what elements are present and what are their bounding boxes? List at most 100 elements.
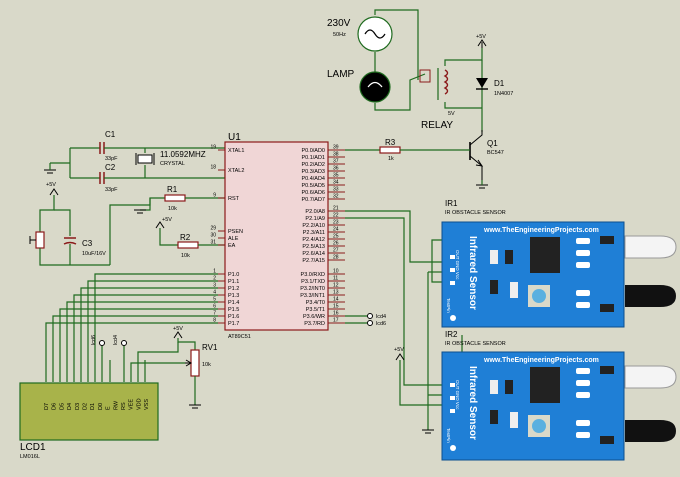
mcu-pin-num: 21 <box>333 206 339 212</box>
relay-label: RELAY <box>421 120 453 131</box>
mcu-pin-name: P1.7 <box>228 321 239 327</box>
ac-source-freq: 50Hz <box>333 32 346 38</box>
lamp-icon <box>359 71 391 103</box>
mcu-pin-num: 33 <box>333 187 339 193</box>
mcu-net-lcd4: lcd4 <box>376 314 386 320</box>
crystal-label: CRYSTAL <box>160 161 185 167</box>
mcu-pin-num: 23 <box>333 220 339 226</box>
mcu-pin-name: P0.4/AD4 <box>301 176 325 182</box>
resistor-r1-body <box>164 194 186 202</box>
crystal-icon <box>137 154 153 164</box>
mcu-net-lcd6: lcd6 <box>376 321 386 327</box>
mcu-pin-name: P1.5 <box>228 307 239 313</box>
lcd-pin-name: VDD <box>136 398 142 410</box>
lcd-net-lcd6: lcd6 <box>91 335 97 345</box>
mcu-pin-num: 19 <box>210 145 216 151</box>
mcu-pin-name: EA <box>228 243 236 249</box>
vcc-label-ea: +5V <box>162 217 172 223</box>
lcd-pin-name: D1 <box>90 403 96 410</box>
crystal-freq: 11.0592MHZ <box>160 150 206 159</box>
ir2-chip <box>530 367 560 403</box>
resistor-r3: R3 1k <box>345 138 410 162</box>
ir2-pins: OUT GND Vcc <box>455 380 460 410</box>
transistor-ref: Q1 <box>487 139 498 148</box>
sine-icon <box>364 29 386 39</box>
ir2-desc: IR OBSTACLE SENSOR <box>445 341 506 347</box>
mcu-pin-num: 37 <box>333 159 339 165</box>
ir1-pins: OUT GND Vcc <box>455 250 460 280</box>
mcu-pin-name: XTAL2 <box>228 168 244 174</box>
lcd-pin-name: D7 <box>44 403 50 410</box>
lcd-pin-name: D0 <box>98 403 104 410</box>
mcu-pin-num: 12 <box>333 283 339 289</box>
lcd-pin-name: D5 <box>59 403 65 410</box>
mcu-pin-name: P0.3/AD3 <box>301 169 325 175</box>
lcd-net-lcd4: lcd4 <box>113 335 119 345</box>
potentiometer-rv1: +5V RV1 10k <box>130 326 218 409</box>
mcu-pin-num: 30 <box>210 233 216 239</box>
ac-source-label: 230V <box>327 18 351 29</box>
mcu-pin-num: 4 <box>213 290 216 296</box>
mcu-pin-num: 27 <box>333 248 339 254</box>
lcd-part: LM016L <box>20 454 40 460</box>
c3-ref: C3 <box>82 239 93 248</box>
c2-ref: C2 <box>105 163 116 172</box>
mcu-pin-num: 34 <box>333 180 339 186</box>
mcu-pin-name: P2.1/A9 <box>305 216 325 222</box>
mcu-pin-num: 8 <box>213 318 216 324</box>
mcu-pin-num: 5 <box>213 297 216 303</box>
mcu-pin-num: 14 <box>333 297 339 303</box>
mcu-pin-name: P3.3/INT1 <box>300 293 325 299</box>
mcu-pin-name: P2.7/A15 <box>302 258 325 264</box>
mcu-pin-name: P1.0 <box>228 272 239 278</box>
mcu-pin-num: 17 <box>333 318 339 324</box>
mcu-pin-num: 22 <box>333 213 339 219</box>
mcu-pin-name: P2.4/A12 <box>302 237 325 243</box>
vcc-label-sensor: +5V <box>394 347 404 353</box>
mcu-pin-name: P2.6/A14 <box>302 251 325 257</box>
ir2-title: Infrared Sensor <box>467 366 478 440</box>
mcu-pin-name: XTAL1 <box>228 148 244 154</box>
lcd-screen <box>19 382 159 441</box>
mcu-ref: U1 <box>228 132 241 143</box>
mcu-u1: U1 AT89C51 19XTAL118XTAL29RST29PSEN30ALE… <box>210 132 386 340</box>
mcu-right-pins: 39P0.0/AD038P0.1/AD137P0.2/AD236P0.3/AD3… <box>300 145 345 327</box>
diode-part: 1N4007 <box>494 91 513 97</box>
mcu-pin-name: RST <box>228 196 240 202</box>
mcu-pin-num: 6 <box>213 304 216 310</box>
mcu-pin-name: PSEN <box>228 229 243 235</box>
lcd-pin-name: E <box>106 406 112 410</box>
mcu-pin-num: 11 <box>333 276 338 282</box>
lcd-pin-name: VSS <box>144 399 150 410</box>
resistor-r3-body <box>379 146 401 154</box>
lcd-pin-name: RS <box>121 402 127 410</box>
mcu-pin-name: P3.1/TXD <box>301 279 325 285</box>
r3-value: 1k <box>388 156 394 162</box>
mcu-pin-num: 24 <box>333 227 339 233</box>
reset-button <box>35 231 45 249</box>
mcu-pin-name: P1.3 <box>228 293 239 299</box>
lcd-pin-name: VEE <box>129 399 135 410</box>
transistor-part: BC547 <box>487 150 504 156</box>
lcd-pin-name: D3 <box>75 403 81 410</box>
rv1-body <box>190 349 200 377</box>
r2-ref: R2 <box>180 233 191 242</box>
c1-value: 33pF <box>105 156 118 162</box>
c2-value: 33pF <box>105 187 118 193</box>
mcu-pin-name: ALE <box>228 236 239 242</box>
mcu-pin-name: P3.0/RXD <box>301 272 325 278</box>
mcu-pin-name: P3.7/RD <box>304 321 325 327</box>
lcd-pin-name: D6 <box>52 403 58 410</box>
ir2-testpin: TestPin <box>446 428 451 443</box>
mcu-pin-num: 16 <box>333 311 339 317</box>
reset-section: +5V C3 10uF/16V R1 10k +5V R2 10k <box>29 182 225 266</box>
mcu-pin-num: 38 <box>333 152 339 158</box>
mcu-pin-num: 28 <box>333 255 339 261</box>
ir-sensor-2: IR2 IR OBSTACLE SENSOR www.TheEngineerin… <box>441 330 677 461</box>
rv1-ref: RV1 <box>202 343 218 352</box>
mcu-pin-name: P2.5/A13 <box>302 244 325 250</box>
mcu-pin-name: P2.0/A8 <box>305 209 325 215</box>
